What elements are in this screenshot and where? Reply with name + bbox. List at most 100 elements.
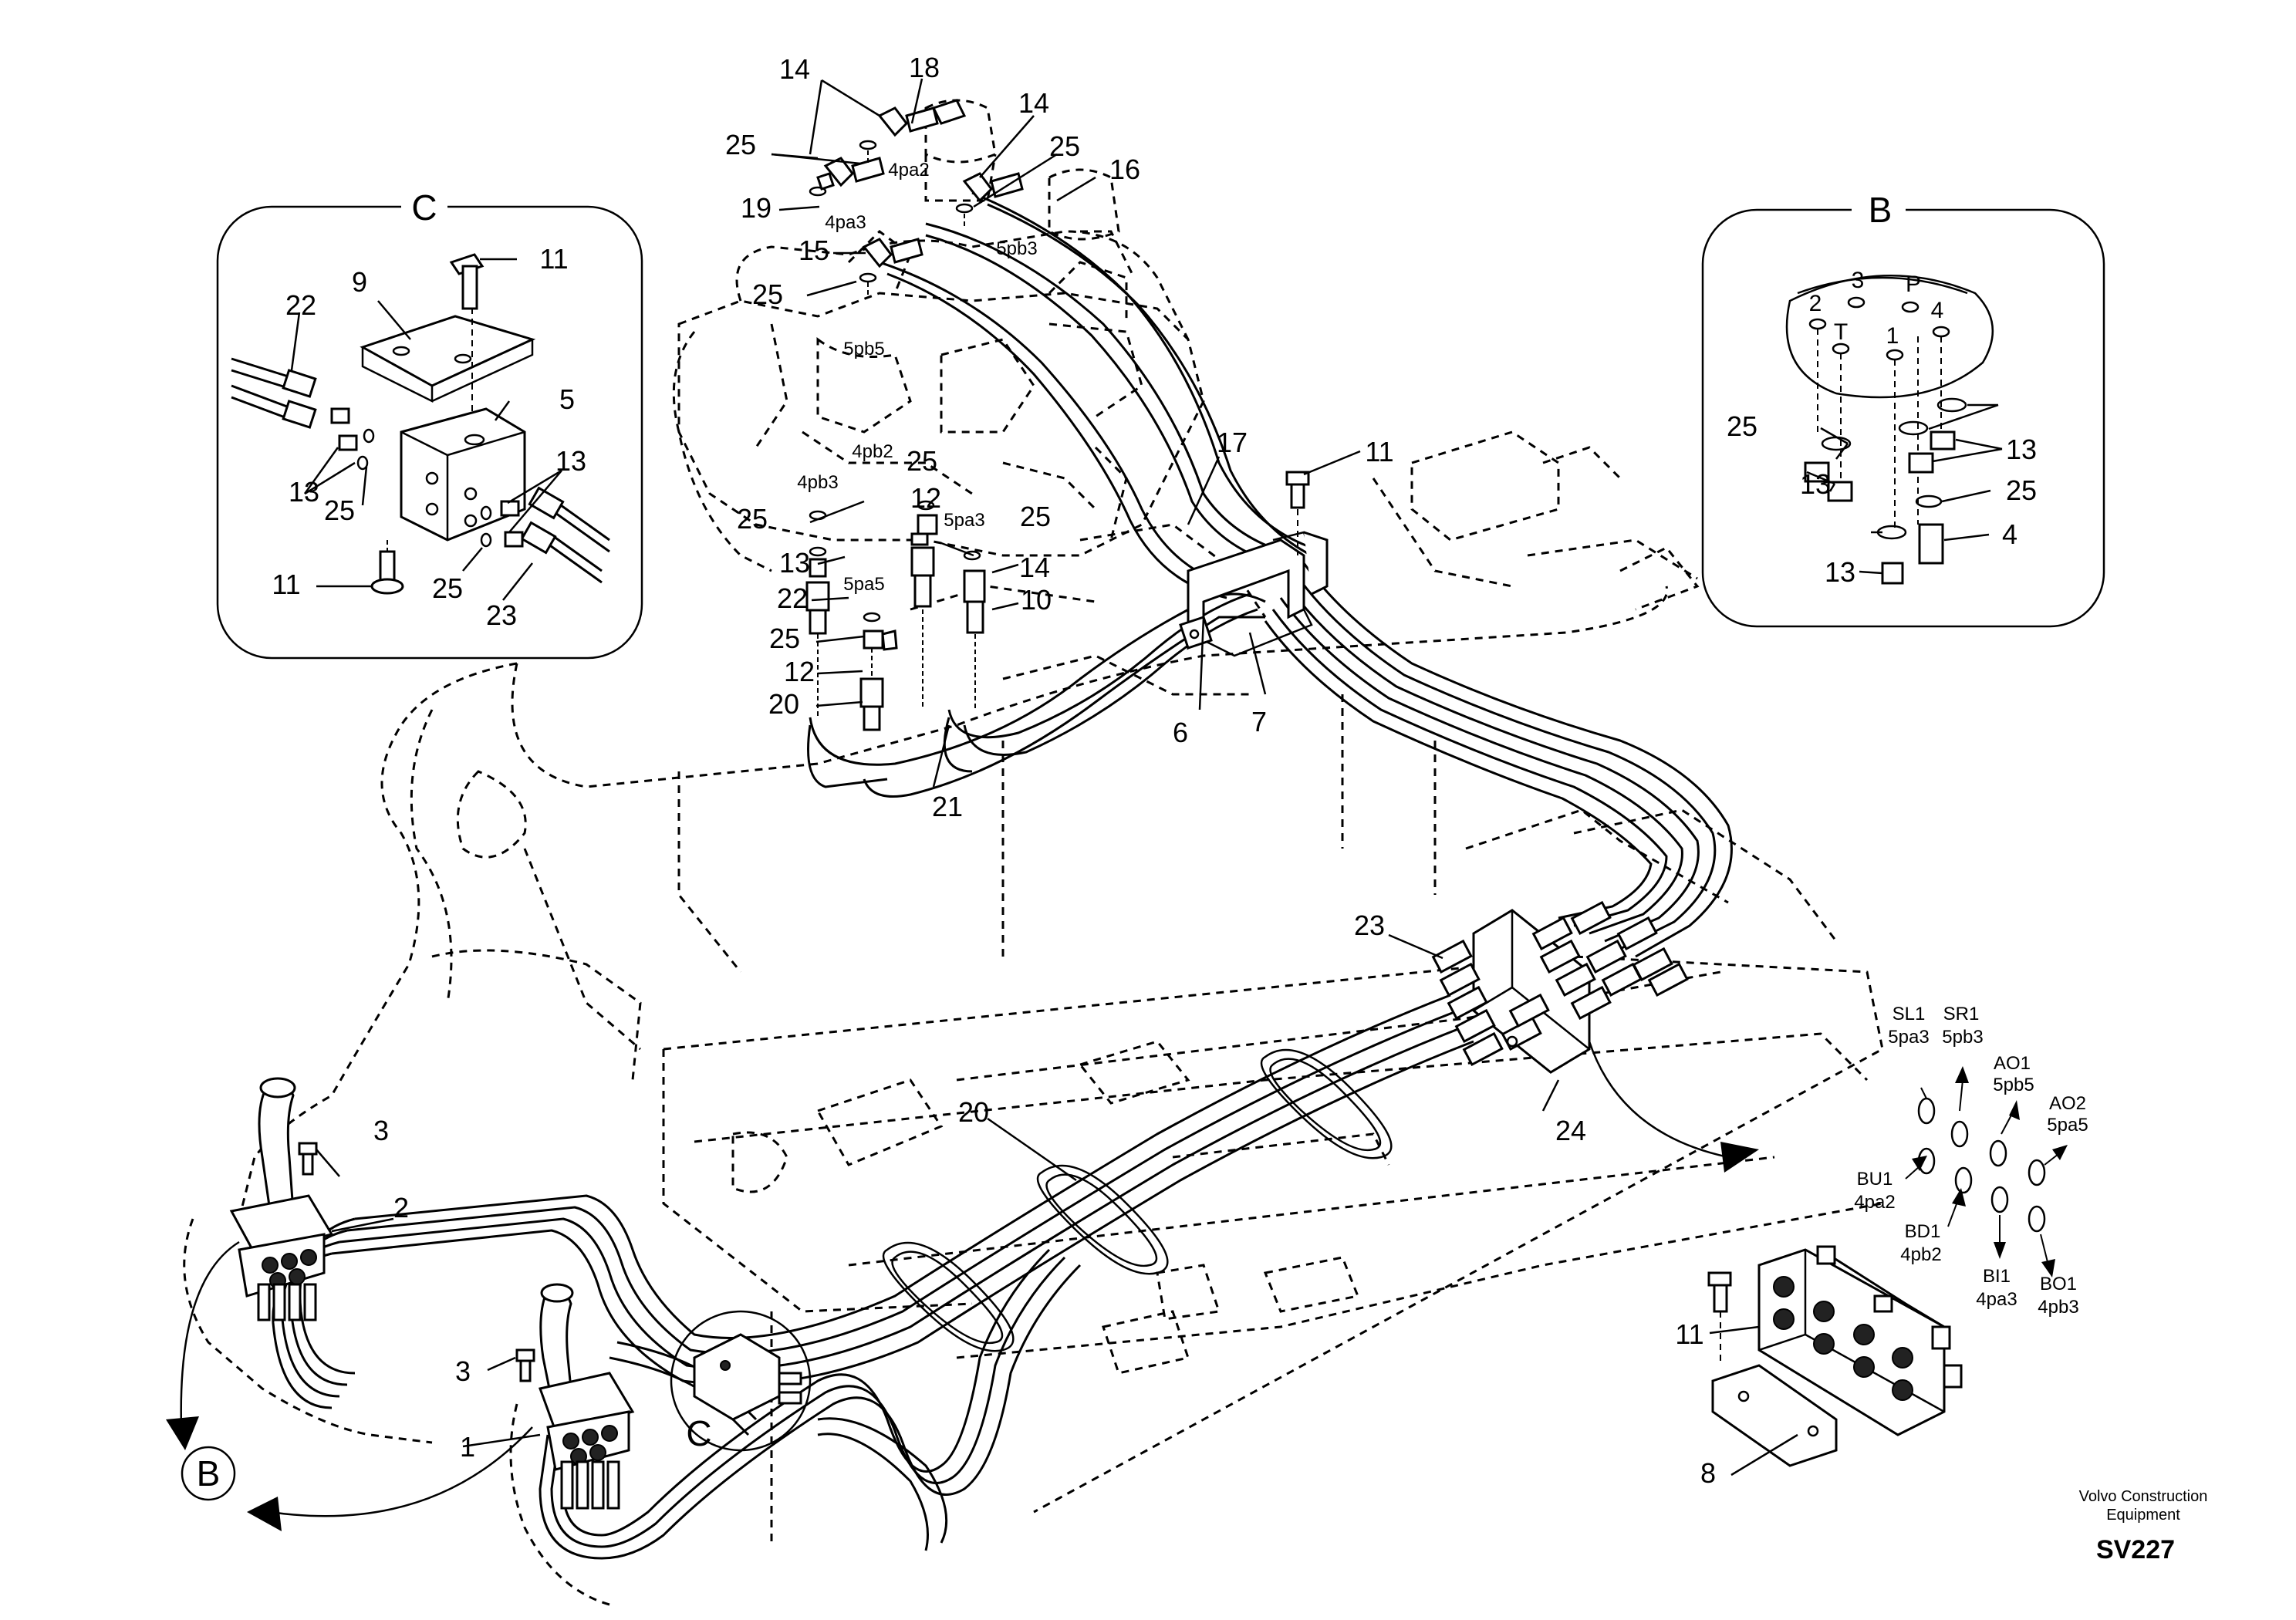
part-number: 25 xyxy=(1049,130,1080,162)
detail-b-port-labels: 2 3 P 4 T 1 xyxy=(1809,268,1944,349)
function-port: 4pb3 xyxy=(2038,1297,2078,1318)
detail-b-title: B xyxy=(1869,190,1893,230)
port-label: 3 xyxy=(1852,268,1865,293)
part-number: 23 xyxy=(1354,910,1385,941)
leader-lines xyxy=(290,78,2003,1477)
part-number: 8 xyxy=(1700,1457,1716,1489)
part-number: 10 xyxy=(1021,584,1052,616)
part-number: 3 xyxy=(373,1115,389,1146)
part-numbers: 1 2 3 3 4 5 6 7 8 9 10 11 11 11 11 12 12… xyxy=(272,52,2037,1489)
port-label: 4pa2 xyxy=(888,160,929,181)
arrow-to-block xyxy=(1588,1041,1759,1173)
port-label: 4 xyxy=(1931,298,1944,323)
control-valve-outline xyxy=(677,99,1205,557)
brand-line-2: Equipment xyxy=(2106,1507,2180,1524)
function-port-labels: SL1 5pa3 SR1 5pb3 AO1 5pb5 AO2 5pa5 BU1 … xyxy=(1854,1004,2088,1318)
bolt-11-bracket xyxy=(1285,471,1310,555)
function-port: 5pb3 xyxy=(1942,1027,1983,1048)
part-number: 14 xyxy=(1019,552,1050,583)
part-number: 12 xyxy=(784,656,815,687)
port-label: 2 xyxy=(1809,291,1822,316)
function-port: 5pa5 xyxy=(2047,1115,2088,1136)
port-label: 5pa5 xyxy=(843,574,884,595)
valve-port-labels: 4pa2 4pa3 5pb3 5pb5 4pb2 4pb3 5pa3 5pa5 xyxy=(797,160,1037,595)
part-number: 23 xyxy=(486,599,517,631)
joystick-centre xyxy=(509,1283,635,1606)
part-number: 1 xyxy=(460,1431,475,1463)
part-number: 12 xyxy=(910,482,941,514)
port-label: 1 xyxy=(1886,323,1899,349)
function-code: AO1 xyxy=(1994,1053,2031,1074)
part-number: 25 xyxy=(907,445,937,477)
part-number: 21 xyxy=(932,791,963,822)
function-code: AO2 xyxy=(2049,1093,2086,1114)
port-label: 4pa3 xyxy=(825,212,866,233)
port-label: 5pa3 xyxy=(944,510,984,531)
lower-fittings xyxy=(805,500,986,731)
part-number: 5 xyxy=(559,383,575,415)
port-label: P xyxy=(1906,272,1921,297)
part-number: 25 xyxy=(752,278,783,310)
part-number: 25 xyxy=(432,572,463,604)
part-number: 25 xyxy=(1727,410,1757,442)
function-port: 4pa3 xyxy=(1976,1289,2017,1310)
part-number: 16 xyxy=(1109,154,1140,185)
port-label: 4pb3 xyxy=(797,472,838,493)
function-code: BI1 xyxy=(1983,1266,2011,1287)
function-code: BU1 xyxy=(1857,1169,1893,1190)
function-port-rings xyxy=(1905,1066,2068,1277)
view-b-marker: B xyxy=(197,1453,221,1493)
part-number: 13 xyxy=(555,445,586,477)
part-number: 13 xyxy=(779,547,810,579)
port-label: 5pb3 xyxy=(996,238,1037,259)
part-number: 25 xyxy=(737,503,768,535)
port-label: 5pb5 xyxy=(843,339,884,359)
function-code: BD1 xyxy=(1905,1221,1941,1242)
callout-letters: C B B C xyxy=(181,187,1893,1501)
detail-c-title: C xyxy=(411,187,437,228)
function-port: 5pa3 xyxy=(1888,1027,1929,1048)
detail-c-marker xyxy=(670,1310,812,1452)
arrow-to-b xyxy=(166,1240,533,1531)
part-number: 11 xyxy=(539,243,568,275)
part-number: 2 xyxy=(393,1192,409,1223)
drawing-code: SV227 xyxy=(2096,1535,2175,1564)
part-number: 11 xyxy=(1365,436,1393,467)
port-label: 4pb2 xyxy=(852,441,893,462)
function-port: 4pa2 xyxy=(1854,1192,1895,1213)
footer: Volvo Construction Equipment SV227 xyxy=(2079,1488,2208,1564)
part-number: 22 xyxy=(777,582,808,614)
part-number: 4 xyxy=(2002,518,2017,550)
part-number: 20 xyxy=(768,688,799,720)
part-number: 20 xyxy=(958,1096,989,1128)
part-number: 13 xyxy=(1800,468,1831,500)
part-number: 25 xyxy=(324,494,355,526)
part-number: 24 xyxy=(1555,1115,1586,1146)
part-number: 18 xyxy=(909,52,940,83)
part-number: 7 xyxy=(1251,706,1267,737)
part-number: 11 xyxy=(272,569,300,600)
part-number: 15 xyxy=(799,235,829,266)
junction-manifold xyxy=(1431,900,1689,1074)
part-number: 13 xyxy=(1825,556,1855,588)
function-code: SR1 xyxy=(1943,1004,1980,1024)
brand-line-1: Volvo Construction xyxy=(2079,1488,2208,1505)
hose-bands xyxy=(882,1048,1393,1352)
function-port: 5pb5 xyxy=(1993,1075,2034,1095)
part-number: 17 xyxy=(1217,427,1248,458)
part-number: 3 xyxy=(455,1355,471,1387)
detail-b-box xyxy=(1701,193,2105,628)
part-number: 9 xyxy=(352,266,367,298)
part-number: 25 xyxy=(725,129,756,160)
part-number: 6 xyxy=(1173,717,1188,748)
function-port: 4pb2 xyxy=(1900,1244,1941,1265)
part-number: 25 xyxy=(1020,501,1051,532)
part-number: 25 xyxy=(769,623,800,654)
part-number: 14 xyxy=(779,53,810,85)
view-c-marker: C xyxy=(686,1413,711,1453)
part-number: 11 xyxy=(1675,1318,1703,1350)
port-block-8 xyxy=(1707,1245,1963,1467)
part-number: 25 xyxy=(2006,474,2037,506)
